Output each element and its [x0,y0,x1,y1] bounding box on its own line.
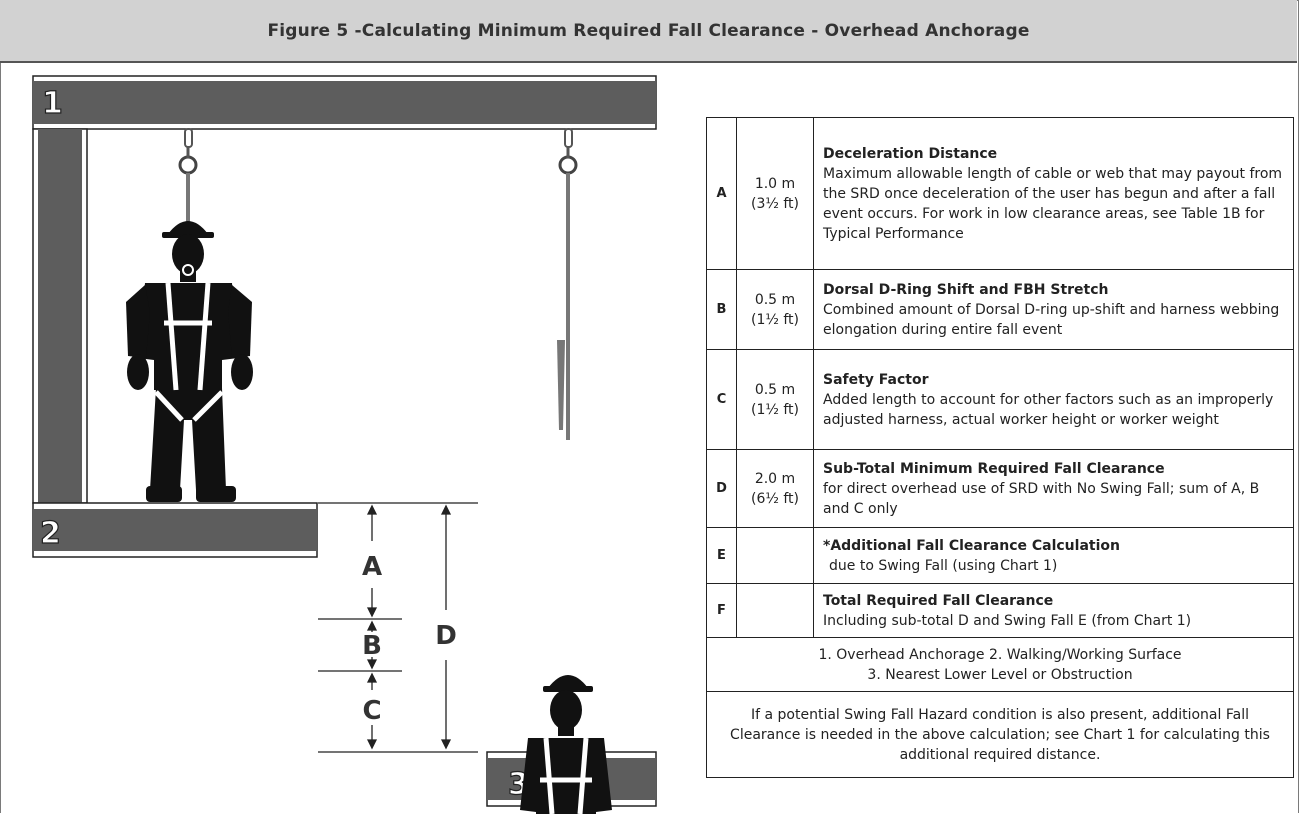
description-title: Sub-Total Minimum Required Fall Clearanc… [823,460,1165,477]
dimension-label-b: B [362,631,382,661]
row-value: 0.5 m (1½ ft) [736,269,814,350]
row-value: 2.0 m (6½ ft) [736,449,814,528]
description-title: Dorsal D-Ring Shift and FBH Stretch [823,281,1109,298]
harness-2 [540,737,592,814]
value-metric: 0.5 m [754,381,796,398]
value-metric: 2.0 m [754,470,796,487]
level-label-2: 2 [40,516,61,551]
value-imperial: (3½ ft) [750,195,800,212]
row-letter: A [706,117,737,270]
value-imperial: (1½ ft) [750,311,800,328]
description-body: for direct overhead use of SRD with No S… [823,480,1260,517]
row-value [736,527,814,584]
value-metric: 1.0 m [754,175,796,192]
row-description: *Additional Fall Clearance Calculation du… [813,527,1294,584]
legend-line-1: 1. Overhead Anchorage 2. Walking/Working… [818,646,1182,663]
dimension-label-a: A [362,552,382,582]
worker-standing [126,128,253,502]
row-letter: B [706,269,737,350]
support-column [32,128,88,504]
table-row: B 0.5 m (1½ ft) Dorsal D-Ring Shift and F… [706,269,1294,350]
anchor-hook-1 [178,128,198,175]
description-body: due to Swing Fall (using Chart 1) [829,557,1058,574]
level-legend: 1. Overhead Anchorage 2. Walking/Working… [706,637,1294,692]
figure-title: Figure 5 -Calculating Minimum Required F… [267,20,1030,41]
row-letter: D [706,449,737,528]
worker-suspended [520,128,612,814]
description-body: Including sub-total D and Swing Fall E (… [823,612,1192,629]
description-title: Total Required Fall Clearance [823,592,1054,609]
level-label-1: 1 [42,86,63,121]
dimension-label-c: C [362,696,381,726]
table-row: D 2.0 m (6½ ft) Sub-Total Minimum Require… [706,449,1294,528]
value-metric: 0.5 m [754,291,796,308]
figure-header: Figure 5 -Calculating Minimum Required F… [0,0,1297,63]
swing-fall-note: If a potential Swing Fall Hazard conditi… [706,691,1294,778]
working-surface-beam: 2 [32,502,318,558]
legend-line-2: 3. Nearest Lower Level or Obstruction [867,666,1133,683]
row-value [736,583,814,638]
description-title: *Additional Fall Clearance Calculation [823,537,1120,554]
value-imperial: (1½ ft) [750,401,800,418]
row-value: 0.5 m (1½ ft) [736,349,814,450]
description-body: Added length to account for other factor… [823,391,1274,428]
row-value: 1.0 m (3½ ft) [736,117,814,270]
dimension-guides [318,502,478,753]
dimension-arrows-abc [366,504,378,750]
overhead-anchorage-beam: 1 [32,75,657,130]
row-description: Sub-Total Minimum Required Fall Clearanc… [813,449,1294,528]
dimension-label-d: D [435,621,457,651]
table-row: E *Additional Fall Clearance Calculation… [706,527,1294,584]
row-letter: F [706,583,737,638]
description-body: Combined amount of Dorsal D-ring up-shif… [823,301,1280,338]
anchor-hook-2 [558,128,578,175]
row-letter: E [706,527,737,584]
fall-clearance-illustration: 1 2 3 [0,63,690,814]
harness-1 [154,282,224,422]
description-title: Deceleration Distance [823,145,998,162]
illustration-svg: 1 2 3 [32,75,657,814]
description-body: Maximum allowable length of cable or web… [823,165,1283,242]
dimension-arrow-d [440,504,452,750]
description-title: Safety Factor [823,371,929,388]
value-imperial: (6½ ft) [750,490,800,507]
row-letter: C [706,349,737,450]
legend-row: 1. Overhead Anchorage 2. Walking/Working… [706,637,1294,692]
note-row: If a potential Swing Fall Hazard conditi… [706,691,1294,778]
